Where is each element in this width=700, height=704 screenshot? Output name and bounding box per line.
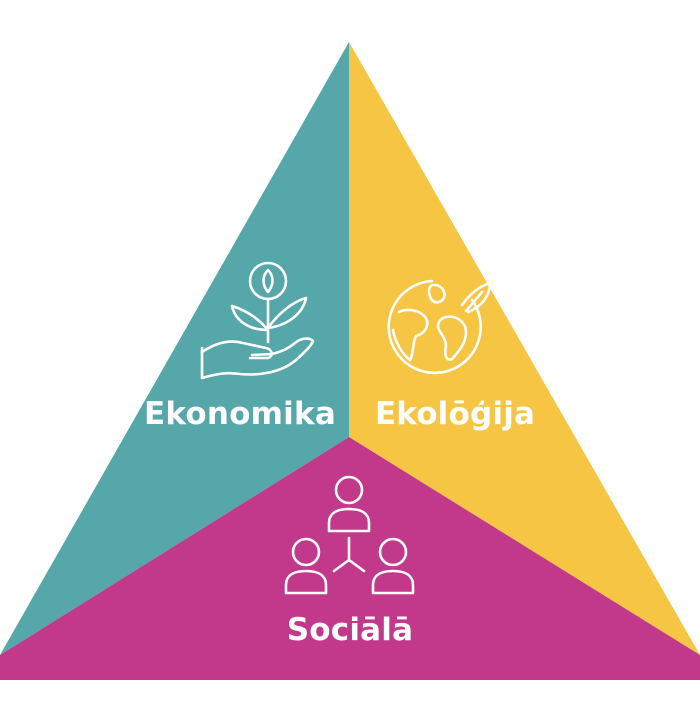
economy-section <box>0 42 349 655</box>
ecology-section <box>349 42 700 655</box>
hand-with-plant-coin-icon <box>200 261 315 380</box>
economy-label: Ekonomika <box>144 396 336 432</box>
social-label: Sociālā <box>286 612 414 648</box>
connected-people-icon <box>284 475 415 595</box>
globe-with-leaf-icon <box>387 279 492 375</box>
ecology-label: Ekolōģija <box>374 396 536 432</box>
